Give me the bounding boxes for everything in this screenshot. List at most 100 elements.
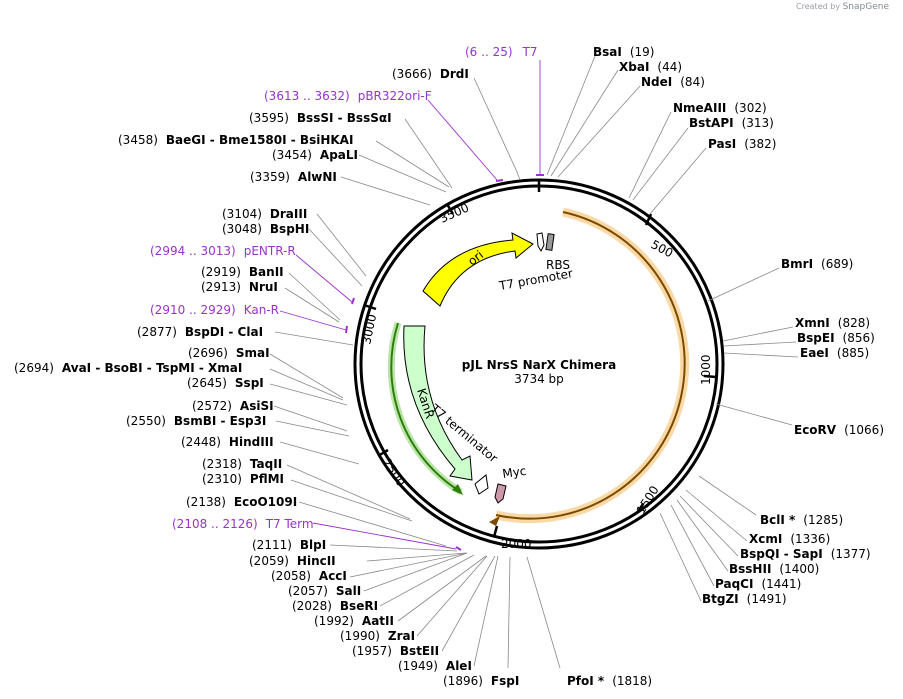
site-taqii: (2318)TaqII xyxy=(202,457,282,471)
svg-text:(2028)BseRI: (2028)BseRI xyxy=(292,599,378,613)
t7term-primer-mark xyxy=(455,546,462,551)
tick-1500 xyxy=(635,503,645,514)
rbs-block xyxy=(545,233,555,251)
leader-ndei xyxy=(557,85,641,178)
site-bseri: (2028)BseRI xyxy=(292,599,378,613)
pbr322ori-primer-mark xyxy=(495,179,504,182)
tick-label-500: 500 xyxy=(649,237,676,260)
leader-asisi xyxy=(273,405,348,432)
credit-brand: SnapGene xyxy=(842,2,889,12)
tick-label-1500: 1500 xyxy=(634,483,662,516)
leader-sspi xyxy=(269,383,348,406)
leader-smai xyxy=(269,353,344,399)
site-xcmi: XcmI(1336) xyxy=(749,532,830,546)
leader-t7term xyxy=(312,522,457,550)
leader-acci xyxy=(349,552,468,578)
site-bspqi: BspQI - SapI(1377) xyxy=(740,547,871,561)
svg-text:(3048)BspHI: (3048)BspHI xyxy=(222,222,309,236)
leader-xcmi xyxy=(685,489,748,542)
green-feature-arc xyxy=(390,322,462,493)
orange-feature-arc xyxy=(495,211,686,520)
site-hindiii: (2448)HindIII xyxy=(181,435,274,449)
leader-ecoo109i xyxy=(298,501,447,547)
site-pasi: PasI(382) xyxy=(708,137,776,151)
site-acci: (2058)AccI xyxy=(271,569,347,583)
tick-label-2500: 2500 xyxy=(380,456,409,489)
svg-text:(2058)AccI: (2058)AccI xyxy=(271,569,347,583)
site-bsteii: (1957)BstEII xyxy=(352,644,439,658)
leader-taqii xyxy=(286,464,411,520)
site-smai: (2696)SmaI xyxy=(188,346,270,360)
leader-bsai xyxy=(546,55,596,176)
svg-text:PfoI *(1818): PfoI *(1818) xyxy=(567,674,652,688)
leader-blpi xyxy=(329,544,458,552)
site-xbai: XbaI(44) xyxy=(619,60,682,74)
svg-text:XmnI(828): XmnI(828) xyxy=(795,316,870,330)
leader-bseri xyxy=(379,554,475,607)
site-pfoi: PfoI *(1818) xyxy=(567,674,652,688)
credit-prefix: Created by xyxy=(796,2,841,11)
tick-2000 xyxy=(492,525,499,538)
leader-aatii xyxy=(397,555,487,622)
plasmid-name: pJL NrsS NarX Chimera xyxy=(462,358,616,372)
svg-text:BstAPI(313): BstAPI(313) xyxy=(689,116,774,130)
site-bcli: BclI *(1285) xyxy=(760,513,843,527)
svg-text:(3104)DraIII: (3104)DraIII xyxy=(222,207,307,221)
site-draiii: (3104)DraIII xyxy=(222,207,307,221)
tick-500 xyxy=(644,213,653,226)
site-bsphi: (3048)BspHI xyxy=(222,222,309,236)
leader-nrui xyxy=(284,287,340,323)
leader-bsssi xyxy=(404,118,453,189)
svg-text:(2645)SspI: (2645)SspI xyxy=(187,376,264,390)
svg-text:(2696)SmaI: (2696)SmaI xyxy=(188,346,270,360)
svg-text:(2138)EcoO109I: (2138)EcoO109I xyxy=(186,495,297,509)
svg-text:(2910 .. 2929)Kan-R: (2910 .. 2929)Kan-R xyxy=(150,303,279,317)
tick-label-3500: 3500 xyxy=(438,201,472,226)
tick-label-1000: 1000 xyxy=(699,354,713,385)
site-banii: (2919)BanII xyxy=(201,265,284,279)
svg-text:(2111)BlpI: (2111)BlpI xyxy=(252,538,326,552)
leader-alei xyxy=(473,555,499,667)
plasmid-length: 3734 bp xyxy=(514,372,564,386)
leader-bsphi xyxy=(308,228,363,287)
leader-pentr xyxy=(295,254,353,303)
svg-text:(3458)BaeGI - Bme1580I - B: (3458)BaeGI - Bme1580I - BsiHKAI xyxy=(118,133,353,147)
t7-terminator-arrow xyxy=(474,474,489,495)
snapgene-credit: Created by SnapGene xyxy=(796,2,889,12)
leader-xmni xyxy=(722,326,794,342)
primer-marks xyxy=(345,174,544,551)
leader-apali xyxy=(358,154,447,193)
svg-text:(2550)BsmBI - Esp3I: (2550)BsmBI - Esp3I xyxy=(126,414,266,428)
leader-lines xyxy=(269,55,799,669)
leader-bsteii xyxy=(441,555,496,652)
site-bstapi: BstAPI(313) xyxy=(689,116,774,130)
svg-text:PaqCI(1441): PaqCI(1441) xyxy=(715,577,801,591)
svg-text:(3359)AlwNI: (3359)AlwNI xyxy=(250,170,337,184)
svg-text:(2310)PflMI: (2310)PflMI xyxy=(202,472,284,486)
leader-bstapi xyxy=(632,127,689,201)
site-ecoo109i: (2138)EcoO109I xyxy=(186,495,297,509)
svg-text:EaeI(885): EaeI(885) xyxy=(800,346,869,360)
leader-eaei xyxy=(723,352,799,358)
pentr-primer-mark xyxy=(351,297,355,305)
svg-text:(2318)TaqII: (2318)TaqII xyxy=(202,457,282,471)
svg-text:NdeI(84): NdeI(84) xyxy=(641,75,705,89)
svg-text:BtgZI(1491): BtgZI(1491) xyxy=(702,592,787,606)
site-aatii: (1992)AatII xyxy=(314,614,394,628)
myc-label: Myc xyxy=(501,464,527,481)
leader-pasi xyxy=(649,147,707,215)
svg-text:BmrI(689): BmrI(689) xyxy=(781,257,853,271)
site-sali: (2057)SalI xyxy=(288,584,361,598)
svg-text:(1957)BstEII: (1957)BstEII xyxy=(352,644,439,658)
t7-promoter-label: T7 promoter xyxy=(497,266,574,293)
svg-text:(2448)HindIII: (2448)HindIII xyxy=(181,435,274,449)
site-ndei: NdeI(84) xyxy=(641,75,705,89)
leader-hindiii xyxy=(279,441,360,465)
tick-2500 xyxy=(377,448,389,458)
svg-text:BsaI(19): BsaI(19) xyxy=(593,45,655,59)
svg-text:(1992)AatII: (1992)AatII xyxy=(314,614,394,628)
leader-fspi xyxy=(507,556,511,669)
leader-bmri xyxy=(707,267,780,302)
leader-bcli xyxy=(698,475,757,516)
kan-primer-mark xyxy=(345,325,348,334)
